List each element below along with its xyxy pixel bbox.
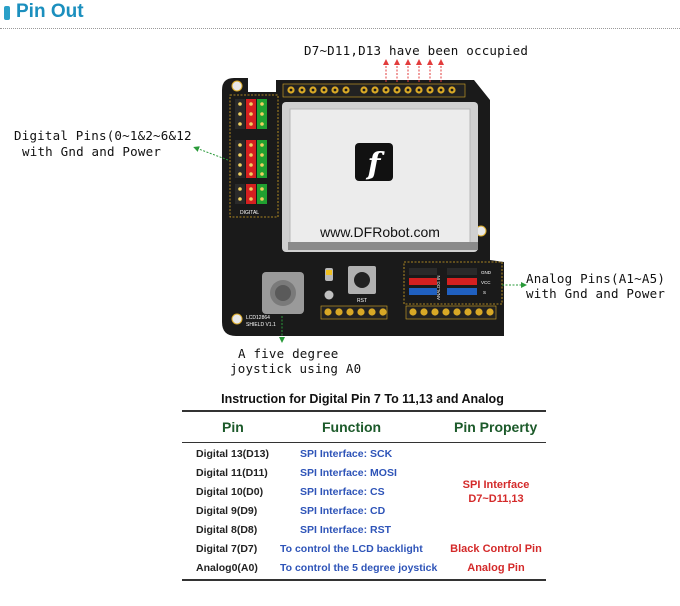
joystick-note-line2: joystick using A0 xyxy=(230,361,362,376)
occupied-note: D7~D11,D13 have been occupied xyxy=(304,43,529,58)
section-header: Pin Out xyxy=(0,0,680,30)
digital-pins-note-line1: Digital Pins(0~1&2~6&12 xyxy=(14,128,192,143)
property-backlight: Black Control Pin xyxy=(450,543,542,555)
header-function: Function xyxy=(322,419,382,435)
cell-function: To control the LCD backlight xyxy=(280,543,423,555)
lcd-screen: f www.DFRobot.com xyxy=(282,102,478,252)
model-silk: LCD12864 xyxy=(246,315,270,321)
occupied-arrows xyxy=(383,59,444,82)
digital-silk-label: DIGITAL xyxy=(240,210,259,216)
rst-button: RST xyxy=(348,266,376,304)
analog-pin-block: ANALOG IN GND VCC S xyxy=(403,261,503,305)
analog-silk-label: ANALOG IN xyxy=(436,275,441,300)
header-accent-bar xyxy=(4,6,10,20)
backlight-led xyxy=(324,268,334,300)
table-bottom-rule xyxy=(182,579,546,581)
property-analog: Analog Pin xyxy=(467,562,525,574)
cell-pin: Digital 10(D0) xyxy=(196,486,264,498)
property-spi-pins: D7~D11,13 xyxy=(468,493,524,505)
rst-silk: RST xyxy=(357,298,367,304)
s-silk: S xyxy=(483,290,486,295)
property-spi-label: SPI Interface xyxy=(462,479,530,491)
mount-hole-bottom-left xyxy=(231,313,243,325)
analog-pins-note-line2: with Gnd and Power xyxy=(526,286,666,301)
table-caption: Instruction for Digital Pin 7 To 11,13 a… xyxy=(221,392,504,406)
header-pin-property: Pin Property xyxy=(454,419,538,435)
page-title: Pin Out xyxy=(16,1,84,22)
cell-pin: Digital 13(D13) xyxy=(196,448,269,460)
header-divider xyxy=(0,28,680,29)
cell-pin: Digital 9(D9) xyxy=(196,505,258,517)
digital-pins-note-line2: with Gnd and Power xyxy=(22,144,162,159)
version-silk: SHIELD V1.1 xyxy=(246,322,276,328)
analog-pins-note-line1: Analog Pins(A1~A5) xyxy=(526,271,666,286)
cell-function: SPI Interface: SCK xyxy=(300,448,393,460)
gnd-silk: GND xyxy=(481,270,492,275)
cell-pin: Digital 11(D11) xyxy=(196,467,268,479)
cell-pin: Digital 8(D8) xyxy=(196,524,258,536)
cell-function: To control the 5 degree joystick xyxy=(280,562,438,574)
joystick-note-line1: A five degree xyxy=(238,346,339,361)
digital-pin-block: DIGITAL xyxy=(229,94,279,218)
cell-function: SPI Interface: CS xyxy=(300,486,385,498)
cell-pin: Analog0(A0) xyxy=(196,562,258,574)
cell-pin: Digital 7(D7) xyxy=(196,543,258,555)
digital-arrow xyxy=(193,146,229,161)
cell-function: SPI Interface: MOSI xyxy=(300,467,397,479)
cell-function: SPI Interface: RST xyxy=(300,524,392,536)
board-diagram: DIGITAL f www.DFRobot.com LCD12864 SHIEL… xyxy=(193,59,527,343)
joystick: LCD12864 SHIELD V1.1 xyxy=(246,272,304,328)
table-header-row: Pin Function Pin Property xyxy=(182,410,546,443)
cell-function: SPI Interface: CD xyxy=(300,505,386,517)
bottom-header-pins xyxy=(320,305,497,320)
vcc-silk: VCC xyxy=(481,280,491,285)
top-header-pins xyxy=(282,83,466,98)
board-url: www.DFRobot.com xyxy=(319,224,440,240)
header-pin: Pin xyxy=(222,419,244,435)
mount-hole-top-left xyxy=(231,80,243,92)
dfrobot-logo xyxy=(355,143,393,181)
